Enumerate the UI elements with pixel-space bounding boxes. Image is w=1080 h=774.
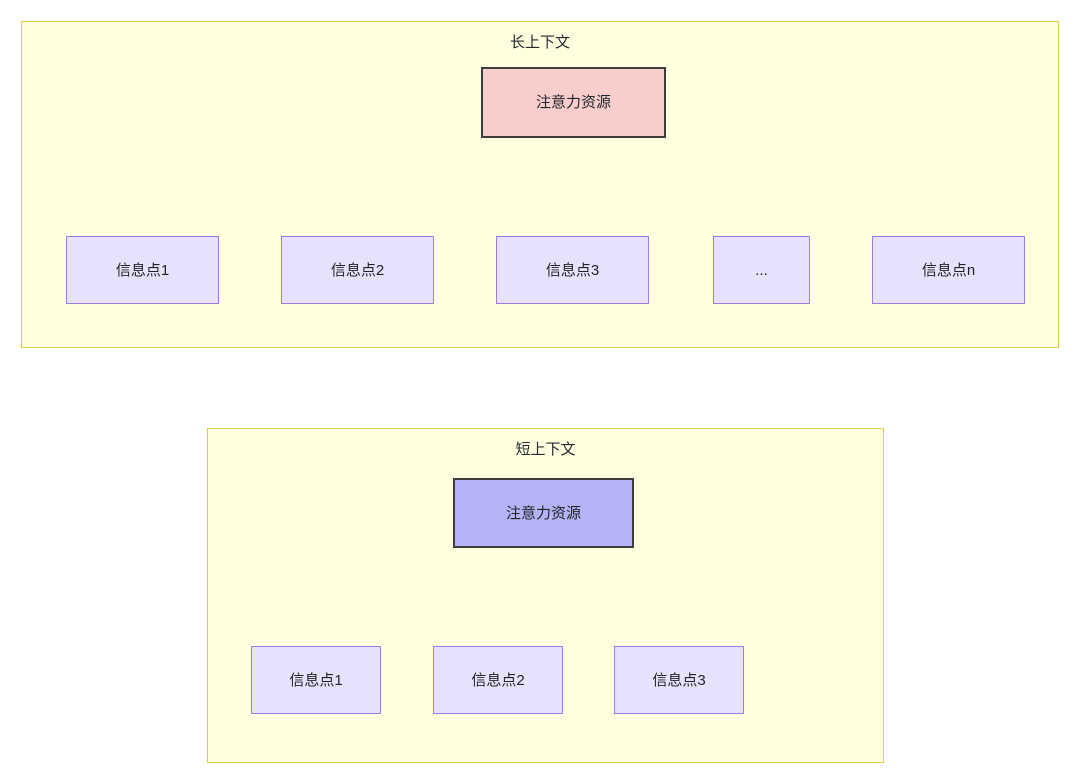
long-context-info-node-n[interactable]: 信息点n: [872, 236, 1025, 304]
long-context-title: 长上下文: [509, 34, 570, 51]
node-label: 信息点3: [545, 261, 600, 279]
node-label: 注意力资源: [505, 504, 581, 522]
short-context-attention-node[interactable]: 注意力资源: [453, 478, 634, 548]
node-label: 信息点2: [330, 261, 385, 279]
node-label: 信息点n: [921, 261, 976, 279]
short-context-info-node-1[interactable]: 信息点1: [251, 646, 381, 714]
node-label: 信息点3: [652, 671, 706, 689]
node-label: ...: [755, 261, 768, 279]
short-context-title: 短上下文: [515, 441, 576, 458]
long-context-info-node-2[interactable]: 信息点2: [281, 236, 434, 304]
node-label: 信息点1: [115, 261, 170, 279]
long-context-attention-node[interactable]: 注意力资源: [481, 67, 666, 138]
long-context-info-node-1[interactable]: 信息点1: [66, 236, 219, 304]
node-label: 注意力资源: [535, 94, 611, 111]
long-context-info-node-3[interactable]: 信息点3: [496, 236, 649, 304]
node-label: 信息点2: [471, 671, 525, 689]
long-context-info-node-ellipsis[interactable]: ...: [713, 236, 810, 304]
short-context-info-node-3[interactable]: 信息点3: [614, 646, 744, 714]
short-context-info-node-2[interactable]: 信息点2: [433, 646, 563, 714]
node-label: 信息点1: [289, 671, 343, 689]
